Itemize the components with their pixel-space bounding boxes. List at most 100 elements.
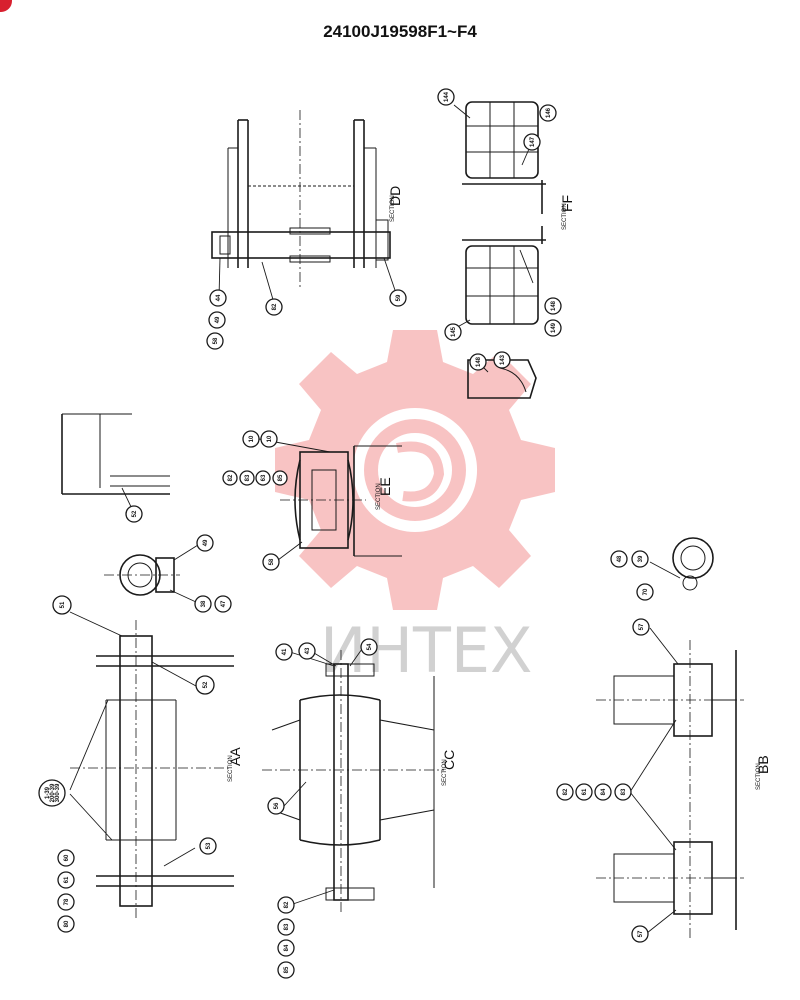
callout-label: 61 [582,788,588,795]
callout-label: 43 [305,647,311,654]
callout-balloon-b36: 56 [267,797,285,815]
callout-balloon-b23: 51 [52,595,72,615]
callout-label: 59 [396,294,402,301]
callout-label: 300-39 [55,783,61,802]
callout-balloon-b6: 145 [444,323,462,341]
callout-balloon-b24: 38 [194,595,212,613]
callout-balloon-b11: 44 [209,289,227,307]
watermark-gear [275,330,555,610]
callout-label: 144 [444,91,450,102]
detail-view-52 [61,413,170,514]
section-bb-view: SECTION BB [596,537,771,940]
callout-label: 38 [201,600,207,607]
callout-balloon-b40: 85 [277,961,295,979]
callout-label: 148 [551,300,557,311]
section-ff-label: FF [559,195,575,212]
callout-balloon-b44: 57 [632,618,650,636]
callout-balloon-b17: 83 [239,470,255,486]
section-bb-label: BB [755,755,771,774]
callout-balloon-b26: 52 [195,675,215,695]
callout-balloon-b1: 144 [437,88,455,106]
callout-label: 82 [228,474,234,481]
callout-label: 82 [272,303,278,310]
callout-balloon-b2: 146 [539,104,557,122]
callout-balloon-b34: 43 [298,642,316,660]
callout-label: 58 [213,337,219,344]
callout-balloon-b49: 57 [631,925,649,943]
callout-balloon-b22: 49 [196,534,214,552]
callout-label: 44 [216,294,222,301]
section-cc-prefix: SECTION [442,759,448,786]
section-ff-view: SECTION FF [451,101,575,399]
callout-label: 47 [221,600,227,607]
callout-label: 143 [500,354,506,365]
callout-balloon-b41: 48 [610,550,628,568]
section-ee-view: SECTION EE [258,438,402,561]
callout-balloon-b4: 149 [544,319,562,337]
callout-label: 57 [638,930,644,937]
callout-balloon-b42: 39 [631,550,649,568]
callout-label: 200-39 [50,783,56,802]
callout-label: 51 [60,601,66,608]
callout-label: 80 [64,920,70,927]
callout-balloon-b35: 54 [360,638,378,656]
section-aa-view: SECTION AA [69,544,243,920]
callout-balloon-b29: 61 [57,871,75,889]
callout-label: 58 [269,558,275,565]
callout-balloon-b9: 58 [206,332,224,350]
callout-balloon-b7: 148 [469,353,487,371]
section-cc-view: SECTION CC [262,648,457,912]
callout-balloon-b30: 78 [57,893,75,911]
callout-label: 83 [621,788,627,795]
callout-balloon-b13: 59 [389,289,407,307]
callout-label: 82 [284,901,290,908]
callout-label: 10 [267,435,273,442]
callout-balloon-b20: 58 [262,553,280,571]
callout-balloon-b3: 147 [523,133,541,151]
drawing-title: 24100J19598F1~F4 [323,22,477,41]
callout-label: 84 [284,944,290,951]
callout-balloon-b12: 82 [265,298,283,316]
callout-balloons: 144 146 147 149 148 145 148 143 58 49 44 82 59 10 10 82… [38,88,654,979]
callout-balloon-b45: 82 [556,783,574,801]
section-aa-prefix: SECTION [228,755,234,782]
callout-label: 48 [617,555,623,562]
callout-label: 78 [64,898,70,905]
callout-label: 52 [132,510,138,517]
callout-label: 149 [551,322,557,333]
callout-label: 83 [284,923,290,930]
callout-label: 85 [278,474,284,481]
callout-label: 54 [367,643,373,650]
callout-balloon-b8: 143 [493,351,511,369]
callout-balloon-b46: 61 [575,783,593,801]
callout-label: 146 [546,107,552,118]
callout-balloon-b25: 47 [214,595,232,613]
section-dd-label: DD [387,186,403,206]
callout-label: 1-39 [45,786,51,799]
callout-balloon-b31: 80 [57,915,75,933]
callout-label: 10 [249,435,255,442]
callout-label: 56 [274,802,280,809]
callout-label: 63 [261,474,267,481]
section-dd-prefix: SECTION [390,195,396,222]
callout-balloon-b48: 83 [614,783,632,801]
watermark-text: ИНТЕХ [320,614,533,687]
callout-balloon-b18: 63 [255,470,271,486]
callout-label: 145 [451,326,457,337]
callout-balloon-b21: 52 [125,505,143,523]
callout-label: 49 [215,316,221,323]
section-ee-prefix: SECTION [376,483,382,510]
callout-label: 52 [203,681,209,688]
callout-balloon-b16: 82 [222,470,238,486]
callout-label: 70 [643,588,649,595]
callout-balloon-b47: 84 [594,783,612,801]
callout-balloon-b10: 49 [208,311,226,329]
section-ff-prefix: SECTION [562,203,568,230]
section-bb-prefix: SECTION [756,763,762,790]
section-dd-view: SECTION DD [211,110,403,304]
section-ee-label: EE [377,477,393,496]
callout-balloon-b14: 10 [242,430,260,448]
callout-label: 61 [64,876,70,883]
callout-balloon-b39: 84 [277,939,295,957]
